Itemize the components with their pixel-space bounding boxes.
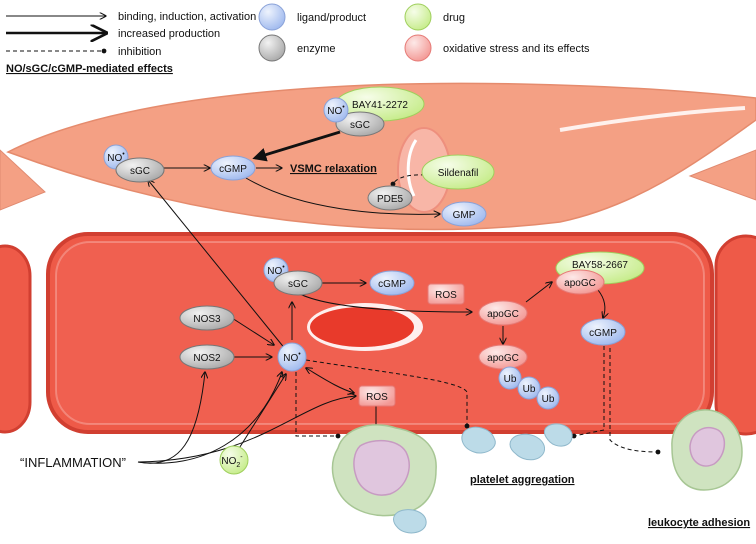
ligand-no-vsmc-left-label: NO• (107, 151, 125, 164)
ligand-no-endo-center-label: NO• (283, 351, 301, 364)
oxidative-ros-top (427, 283, 465, 305)
oxidative-apogc-right-label: apoGC (564, 278, 596, 289)
ligand-ub-1 (498, 366, 522, 390)
ligand-cgmp-endo-top (369, 270, 415, 296)
oxidative-apogc-ub-label: apoGC (487, 353, 519, 364)
arrow-nos3-to-no (231, 317, 274, 345)
arrow-cgmp-to-gmp (245, 177, 440, 214)
ligand-no-endo-small-label: NO• (267, 264, 285, 277)
vsmc-nucleus-highlight (406, 139, 418, 197)
legend-inhibition-label: inhibition (118, 46, 161, 58)
platelet-2 (509, 433, 546, 461)
ligand-ub-3 (536, 386, 560, 410)
arrow-sgc-to-apogc (297, 292, 472, 312)
enzyme-sgc-vsmc-top-label: sGC (350, 120, 370, 131)
ligand-cgmp-vsmc (210, 155, 256, 181)
nodes: BAY41-2272 sGC NO• NO• sGC cGMP VSMC rel… (103, 86, 645, 475)
inhibit-cgmp-to-leukocyte (609, 348, 661, 455)
ligand-gmp-label: GMP (453, 210, 476, 221)
ligand-no-vsmc-top (323, 97, 349, 123)
drug-bay41-2272-label: BAY41-2272 (352, 100, 408, 111)
platelet-1 (461, 426, 496, 454)
vsmc-left-fragment (0, 149, 46, 211)
ligand-gmp (441, 201, 487, 227)
legend-drug-label: drug (443, 12, 465, 24)
oxidative-ros-top-label: ROS (435, 290, 457, 301)
ligand-no-vsmc-top-label: NO• (327, 104, 345, 117)
ligand-cgmp-vsmc-label: cGMP (219, 164, 247, 175)
oxidative-ros-low (358, 385, 396, 407)
inhibit-sildenafil-pde5 (390, 174, 426, 187)
endothelial-nucleus (310, 307, 414, 347)
arrow-inflammation-to-no (137, 372, 282, 464)
enzyme-pde5-label: PDE5 (377, 194, 404, 205)
oxidative-apogc-label: apoGC (487, 309, 519, 320)
inhibit-cgmp-to-platelet (571, 346, 605, 439)
legend-section-title: NO/sGC/cGMP-mediated effects (6, 63, 173, 75)
enzyme-sgc-endo (273, 270, 323, 296)
ligand-ub-2-label: Ub (523, 384, 536, 395)
leukocyte-adhesion-label: leukocyte adhesion (648, 517, 750, 529)
endothelium-left-stub (0, 244, 32, 434)
enzyme-sgc-vsmc-left (115, 157, 165, 183)
blood-cells (331, 409, 743, 534)
platelet-aggregation-label: platelet aggregation (470, 474, 575, 486)
ligand-cgmp-endo-right (580, 318, 626, 346)
drug-sildenafil (421, 154, 495, 190)
platelet-3 (543, 423, 573, 447)
legend-enzyme-label: enzyme (297, 43, 336, 55)
enzyme-nos3-label: NOS3 (193, 314, 221, 325)
oxidative-apogc-right (555, 269, 605, 295)
enzyme-nos3 (179, 305, 235, 331)
arrow-no-to-vsmc-sgc (148, 180, 287, 351)
legend: binding, induction, activation increased… (6, 3, 590, 75)
vsmc-cell (6, 82, 756, 231)
drug-bay58-2667-label: BAY58-2667 (572, 260, 628, 271)
adhered-leukocyte-nucleus (689, 426, 726, 467)
arrow-apogc-to-bay58 (525, 282, 552, 303)
vsmc-right-fragment (688, 149, 756, 201)
legend-oxidative-swatch (404, 34, 432, 62)
enzyme-pde5 (367, 185, 413, 211)
arrow-no-ros (306, 368, 354, 393)
drug-nitrite (219, 445, 249, 475)
enzyme-sgc-vsmc-top (335, 111, 385, 137)
inflammation-label: “INFLAMMATION” (20, 455, 126, 470)
legend-arrow-label: binding, induction, activation (118, 11, 256, 23)
drug-sildenafil-label: Sildenafil (438, 168, 479, 179)
connections (137, 130, 661, 464)
leukocyte-nucleus (353, 439, 410, 496)
inhibit-no-to-leukocyte (295, 372, 341, 439)
enzyme-nos2-label: NOS2 (193, 353, 221, 364)
arrow-bay41-increased-cgmp (252, 130, 341, 162)
arrow-inflammation-to-ros (137, 396, 356, 463)
arrow-nitrite-to-no (237, 374, 286, 451)
endothelium-right-stub (714, 234, 756, 436)
oxidative-apogc (478, 300, 528, 326)
ligand-ub-2 (517, 376, 541, 400)
platelet-4 (393, 509, 427, 534)
legend-thick-arrow-label: increased production (118, 28, 220, 40)
oxidative-ros-low-label: ROS (366, 392, 388, 403)
vsmc-relaxation-label: VSMC relaxation (290, 163, 377, 175)
ligand-cgmp-endo-right-label: cGMP (589, 328, 617, 339)
legend-oxidative-label: oxidative stress and its effects (443, 43, 590, 55)
legend-ligand-swatch (258, 3, 286, 31)
ligand-no-endo-center (277, 342, 307, 372)
inhibit-no-to-platelet (305, 359, 470, 429)
drug-nitrite-label: NO2- (221, 454, 243, 469)
enzyme-sgc-vsmc-left-label: sGC (130, 166, 150, 177)
legend-drug-swatch (404, 3, 432, 31)
legend-ligand-label: ligand/product (297, 12, 366, 24)
ligand-ub-3-label: Ub (542, 394, 555, 405)
enzyme-nos2 (179, 344, 235, 370)
enzyme-sgc-endo-label: sGC (288, 279, 308, 290)
ligand-ub-1-label: Ub (504, 374, 517, 385)
legend-enzyme-swatch (258, 34, 286, 62)
vsmc-highlight (559, 106, 746, 132)
arrow-bay58-to-cgmp (597, 289, 605, 318)
ligand-cgmp-endo-top-label: cGMP (378, 279, 406, 290)
